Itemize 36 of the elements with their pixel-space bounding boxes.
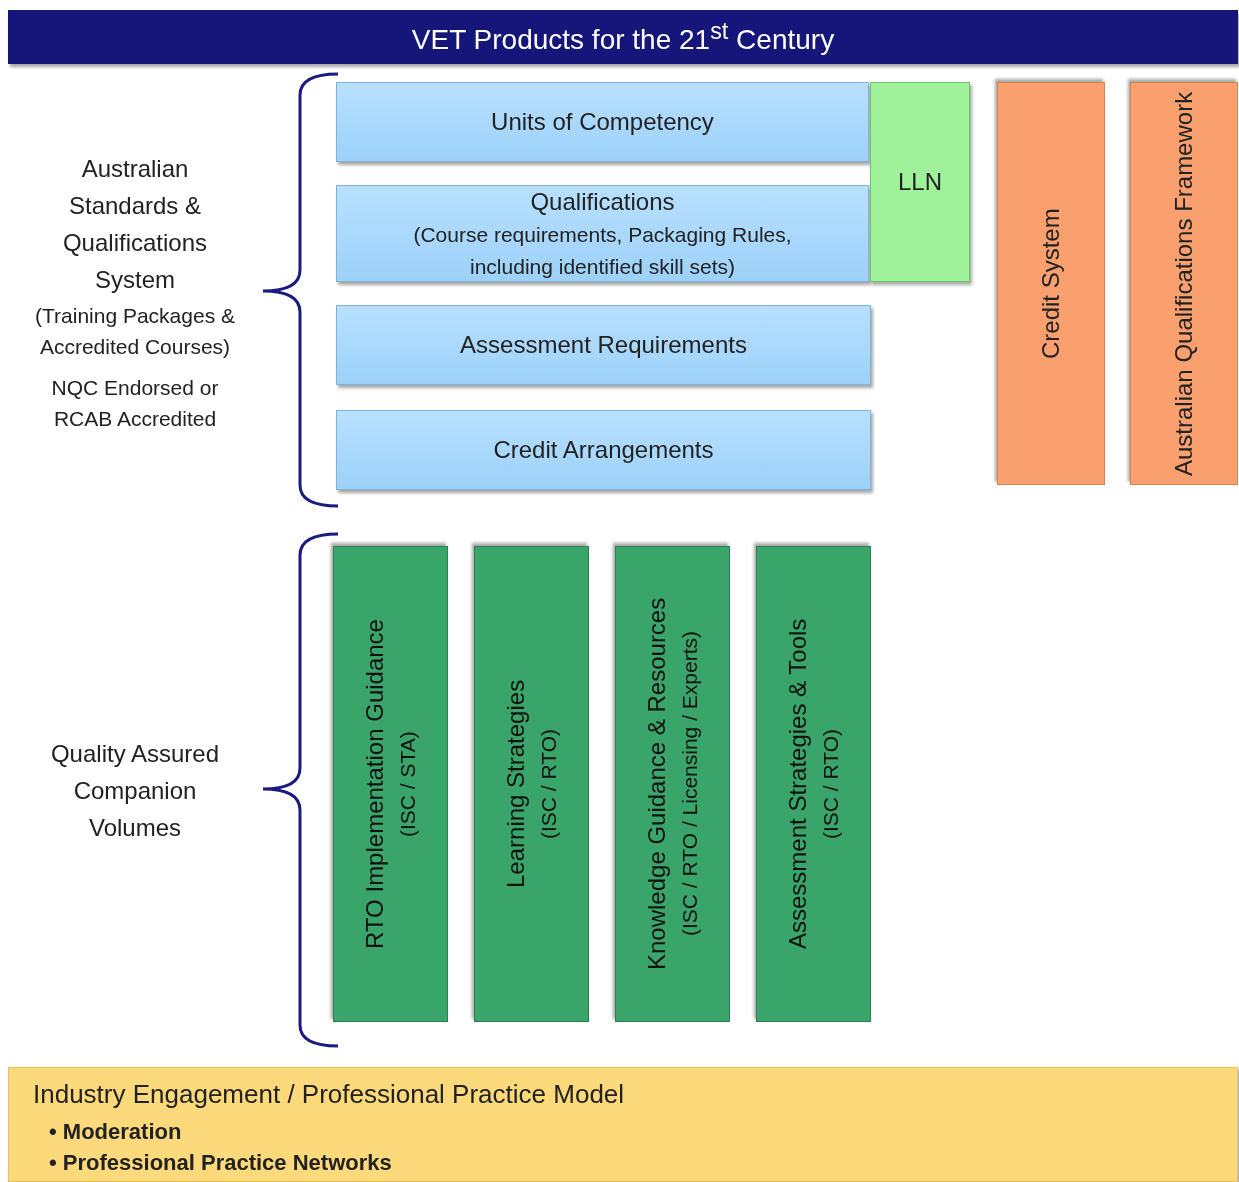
box-label: Assessment Strategies & Tools <box>782 618 812 950</box>
component-box <box>336 305 871 385</box>
component-box <box>336 82 869 162</box>
group-label: Australian Standards & Qualifications System <box>61 154 209 295</box>
companion-volume-bar <box>474 546 589 1022</box>
box-subtext: (ISC / RTO) <box>535 728 561 840</box>
companion-volume-bar <box>756 546 871 1022</box>
component-box <box>336 185 869 282</box>
component-box <box>870 82 970 282</box>
box-label: Units of Competency <box>491 107 714 137</box>
box-label: Qualifications <box>530 186 675 217</box>
box-subtext: (ISC / STA) <box>394 731 420 837</box>
bullet-item: • Professional Practice Networks <box>49 1149 392 1177</box>
framework-bar <box>1130 82 1238 485</box>
box-label: Credit Arrangements <box>493 435 714 465</box>
box-label: Learning Strategies <box>500 679 530 889</box>
panel-heading: Industry Engagement / Professional Practice Model <box>33 1078 625 1111</box>
bullet-item: • Moderation <box>49 1118 183 1146</box>
box-subtext: (ISC / RTO) <box>817 728 843 840</box>
box-label: RTO Implementation Guidance <box>359 619 389 949</box>
group-label: (Training Packages & Accredited Courses) <box>34 303 236 360</box>
group-label: NQC Endorsed or RCAB Accredited <box>50 375 220 432</box>
framework-bar <box>997 82 1105 485</box>
box-label: Knowledge Guidance & Resources <box>641 597 671 971</box>
box-subtext: (Course requirements, Packaging Rules, including identified skill sets) <box>412 221 793 280</box>
title-text: VET Products for the 21$^{st}$ Century <box>411 17 835 57</box>
box-subtext: (ISC / RTO / Licensing / Experts) <box>676 631 702 937</box>
box-label: Credit System <box>1036 208 1065 359</box>
box-label: LLN <box>898 167 942 197</box>
component-box <box>336 410 871 490</box>
box-label: Assessment Requirements <box>460 330 747 360</box>
group-label: Quality Assured Companion Volumes <box>49 739 221 843</box>
practice-model-panel <box>8 1067 1238 1182</box>
box-label: Australian Qualifications Framework <box>1169 91 1198 476</box>
companion-volume-bar <box>333 546 448 1022</box>
companion-volume-bar <box>615 546 730 1022</box>
